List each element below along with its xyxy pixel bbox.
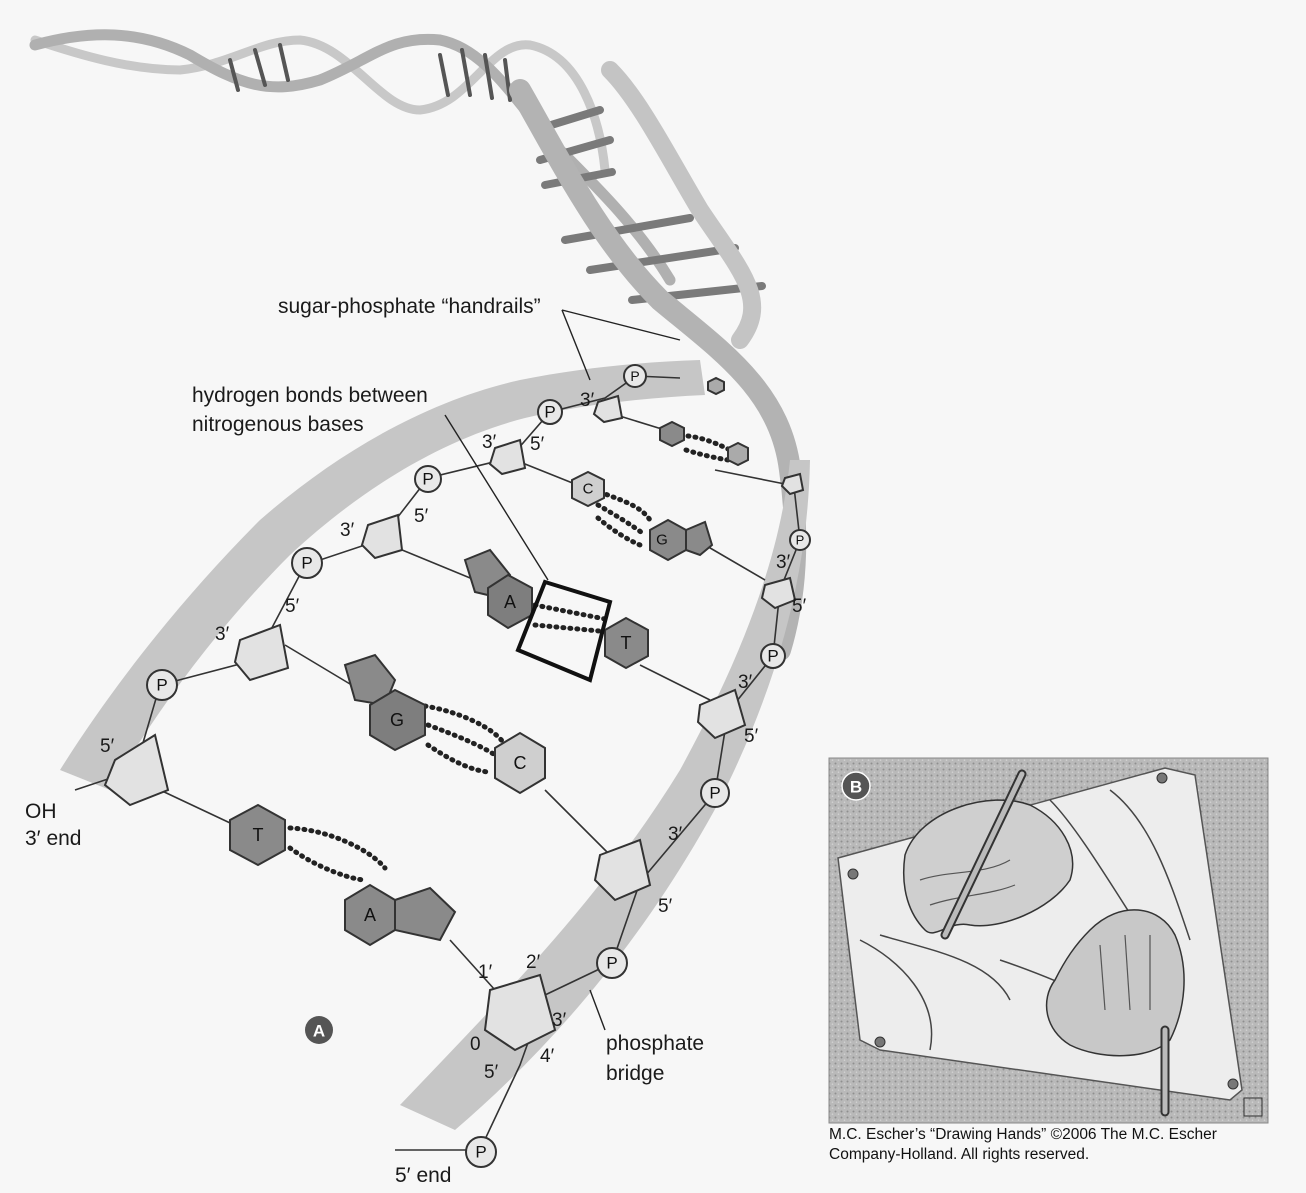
- caption-line-1: M.C. Escher’s “Drawing Hands” ©2006 The …: [829, 1125, 1269, 1145]
- prime-label: 3′: [552, 1010, 567, 1031]
- panel-b-caption: M.C. Escher’s “Drawing Hands” ©2006 The …: [829, 1125, 1269, 1165]
- base-label: C: [514, 753, 527, 773]
- phosphate-label: P: [630, 368, 639, 384]
- phosphate-label: P: [544, 403, 555, 422]
- prime-label: 4′: [540, 1046, 555, 1067]
- handrails-label: sugar-phosphate “handrails”: [278, 295, 541, 318]
- prime-label: 5′: [414, 506, 429, 527]
- five-prime-end-label: 5′ end: [395, 1164, 452, 1187]
- prime-label: 1′: [478, 962, 493, 983]
- phosphate-label: P: [796, 533, 805, 548]
- panel-a-double-helix: P P P P P P P P P P T A G C A T C G 5′ 3…: [25, 35, 810, 1187]
- hydrogen-bonds-label-line2: nitrogenous bases: [192, 413, 364, 436]
- phosphate-label: P: [709, 784, 720, 803]
- prime-label: 2′: [526, 952, 541, 973]
- base-label: A: [504, 592, 516, 612]
- prime-label: 5′: [484, 1062, 499, 1083]
- phosphate-label: P: [156, 676, 167, 695]
- prime-label: 5′: [530, 434, 545, 455]
- base-label: G: [390, 710, 404, 730]
- base-label: T: [621, 633, 632, 653]
- sugars: [105, 396, 803, 1050]
- base-label: C: [583, 481, 594, 498]
- prime-label: 5′: [792, 596, 807, 617]
- prime-label: 5′: [285, 596, 300, 617]
- panel-b-badge-letter: B: [850, 778, 862, 797]
- prime-label: 3′: [580, 390, 595, 411]
- prime-label: 3′: [776, 552, 791, 573]
- panel-a-badge-letter: A: [313, 1022, 325, 1041]
- prime-label: 3′: [482, 432, 497, 453]
- base-label: A: [364, 905, 376, 925]
- phosphate-label: P: [301, 554, 312, 573]
- prime-label: 5′: [100, 736, 115, 757]
- three-prime-end-label: 3′ end: [25, 827, 82, 850]
- hydrogen-bonds-label-line1: hydrogen bonds between: [192, 384, 428, 407]
- caption-line-2: Company-Holland. All rights reserved.: [829, 1145, 1269, 1165]
- crossbars: [160, 413, 790, 990]
- upper-helix-twist: [35, 35, 795, 650]
- prime-label: 3′: [668, 824, 683, 845]
- base-label: T: [253, 825, 264, 845]
- panel-b-escher-artwork: B: [829, 758, 1268, 1123]
- phosphate-bridge-label-line1: phosphate: [606, 1032, 704, 1055]
- prime-label: 5′: [658, 896, 673, 917]
- oh-label: OH: [25, 800, 57, 823]
- phosphate-label: P: [767, 647, 778, 666]
- prime-label: 5′: [744, 726, 759, 747]
- base-label: G: [656, 532, 668, 549]
- prime-label: 3′: [340, 520, 355, 541]
- phosphate-label: P: [606, 954, 617, 973]
- phosphate-label: P: [475, 1143, 486, 1162]
- prime-label: 3′: [215, 624, 230, 645]
- prime-label: 0: [470, 1034, 481, 1055]
- prime-label: 3′: [738, 672, 753, 693]
- phosphate-bridge-label-line2: bridge: [606, 1062, 664, 1085]
- phosphate-label: P: [422, 470, 433, 489]
